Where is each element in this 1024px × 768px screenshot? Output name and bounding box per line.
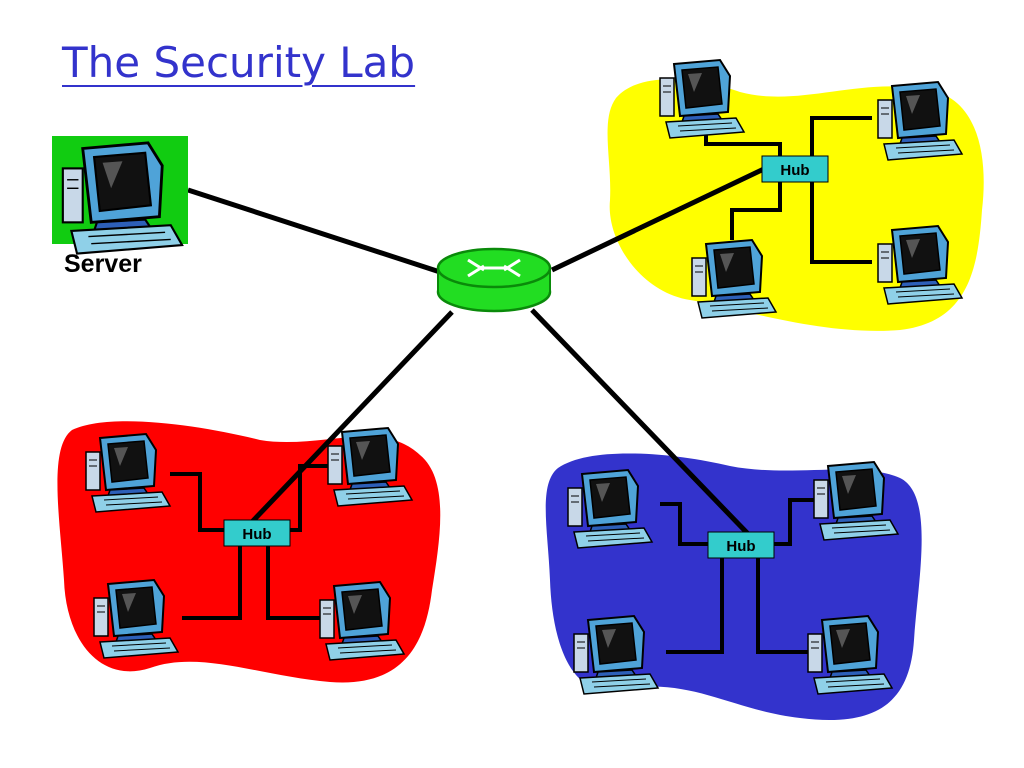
link-router-red [248,310,454,526]
backbone-links [187,163,772,540]
hub-icon [761,155,829,183]
blue-hub[interactable]: Hub [707,531,775,559]
yellow-hub[interactable]: Hub [761,155,829,183]
red-hub[interactable]: Hub [223,519,291,547]
hub-label: Hub [780,162,809,179]
router-icon[interactable] [436,247,552,313]
hub-icon [223,519,291,547]
slide-title: The Security Lab [62,38,416,87]
lan-wiring [170,116,872,654]
link-router-blue [530,308,754,540]
server-label: Server [64,250,142,278]
hub-label: Hub [726,538,755,555]
hub-label: Hub [242,526,271,543]
hub-icon [707,531,775,559]
link-server-router [187,187,441,275]
link-router-yellow [550,163,772,273]
